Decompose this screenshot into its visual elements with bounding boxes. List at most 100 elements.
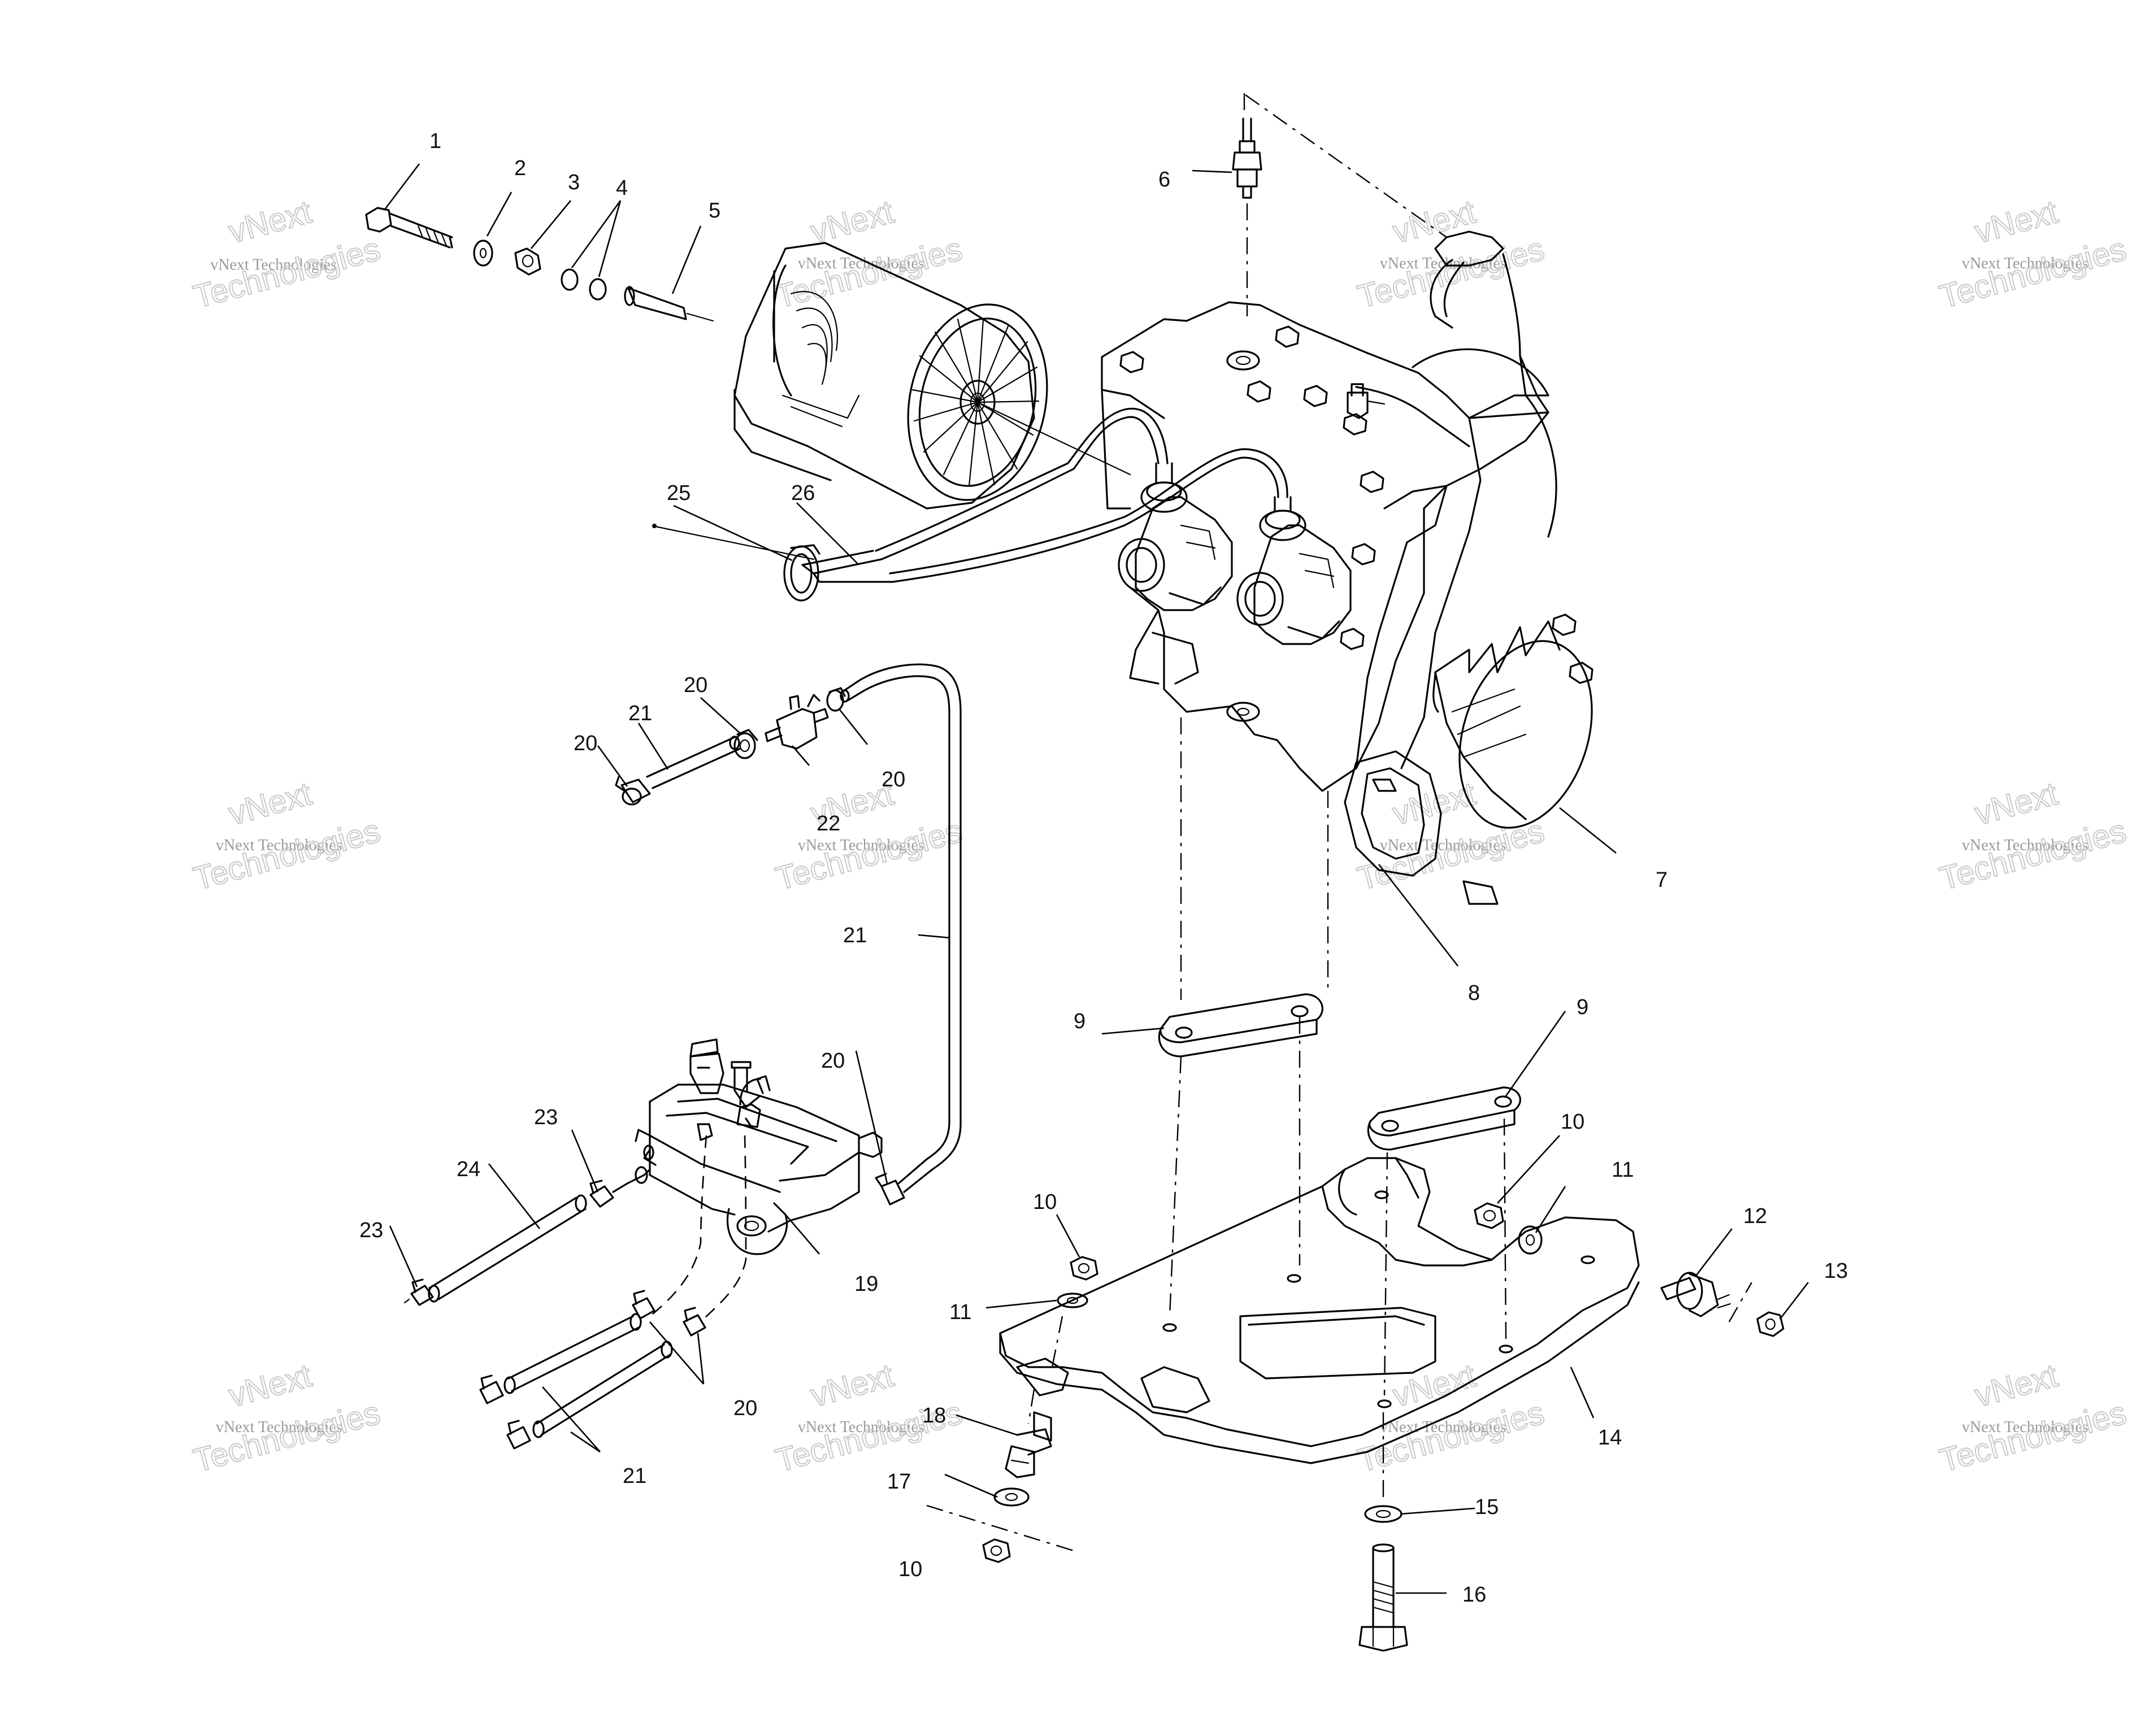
axis-line-12 (1728, 1282, 1753, 1322)
label-20-e: 20 (733, 1396, 757, 1420)
svg-text:vNext Technologies: vNext Technologies (1380, 255, 1506, 272)
svg-text:vNext: vNext (1389, 775, 1479, 832)
clamp-part-20-upper (733, 729, 758, 759)
fuel-hose-part-21-upper (615, 736, 741, 806)
label-23-b: 23 (359, 1219, 383, 1242)
watermarks: vNext vNext Technologies Technologies vN… (189, 193, 2131, 1480)
svg-text:Technologies: Technologies (772, 230, 966, 315)
svg-text:vNext Technologies: vNext Technologies (1380, 837, 1506, 854)
label-11-left: 11 (949, 1300, 971, 1324)
svg-text:vNext: vNext (807, 1357, 897, 1414)
o-rings-part-4 (561, 268, 607, 301)
fastener-axis-left-2 (1027, 1389, 1035, 1424)
label-17: 17 (887, 1470, 911, 1494)
label-10-bottom: 10 (898, 1557, 922, 1581)
washer-part-2 (473, 240, 493, 267)
engine-plate-part-14 (999, 1157, 1640, 1464)
washer-part-11-plate (1057, 1293, 1088, 1308)
svg-text:vNext: vNext (225, 1357, 315, 1414)
watermark-top-left: vNext vNext Technologies Technologies (189, 193, 385, 316)
nut-part-10-plate (1070, 1256, 1098, 1281)
label-22: 22 (817, 812, 840, 836)
check-valve-part-22 (765, 694, 829, 750)
label-9-right: 9 (1577, 995, 1588, 1019)
label-10-right: 10 (1561, 1110, 1584, 1134)
watermark-mid-right2: vNext vNext Technologies Technologies (1935, 775, 2131, 898)
label-8: 8 (1468, 981, 1480, 1005)
svg-text:vNext Technologies: vNext Technologies (1380, 1419, 1506, 1436)
label-12: 12 (1743, 1204, 1767, 1228)
label-25: 25 (667, 481, 691, 505)
watermark-top-right1: vNext vNext Technologies Technologies (1353, 193, 1549, 316)
svg-text:Technologies: Technologies (772, 812, 966, 897)
label-16: 16 (1462, 1583, 1486, 1607)
svg-text:Technologies: Technologies (1354, 812, 1548, 897)
drive-clutch (733, 242, 1131, 510)
label-20-c: 20 (882, 768, 905, 791)
washer-part-15 (1364, 1505, 1402, 1523)
fuel-hoses-part-21-lower (479, 1290, 706, 1450)
label-10-left: 10 (1033, 1190, 1057, 1214)
svg-text:vNext Technologies: vNext Technologies (1962, 837, 2088, 854)
bolt-part-1 (365, 207, 453, 249)
label-15: 15 (1475, 1495, 1499, 1519)
spark-plug-part-6 (1232, 93, 1447, 316)
fuel-hose-part-21-long (840, 663, 962, 1193)
label-26: 26 (791, 481, 815, 505)
svg-text:vNext: vNext (1971, 193, 2061, 250)
washer-part-11-right (1518, 1225, 1543, 1255)
carburetors (1067, 407, 1352, 645)
cable-clamp-part-25 (783, 544, 820, 602)
svg-text:vNext: vNext (1971, 1357, 2061, 1414)
fuel-pump-part-19 (635, 1038, 883, 1255)
label-5: 5 (709, 199, 720, 223)
svg-text:Technologies: Technologies (1936, 812, 2130, 897)
fan-cover-part-7 (1344, 620, 1593, 905)
nut-part-3 (514, 247, 541, 276)
label-21-a: 21 (628, 702, 652, 725)
svg-text:vNext Technologies: vNext Technologies (210, 256, 337, 274)
label-11-right: 11 (1612, 1158, 1634, 1182)
label-20-d: 20 (821, 1049, 845, 1073)
clamp-part-23-upper (589, 1166, 651, 1208)
svg-text:vNext Technologies: vNext Technologies (216, 1419, 342, 1436)
svg-text:vNext: vNext (807, 193, 897, 250)
label-20-a: 20 (684, 673, 707, 697)
svg-text:vNext: vNext (1389, 1357, 1479, 1414)
nut-part-13 (1756, 1311, 1784, 1337)
svg-text:vNext Technologies: vNext Technologies (798, 255, 924, 272)
label-4: 4 (616, 176, 628, 200)
svg-text:Technologies: Technologies (1354, 230, 1548, 315)
label-23-a: 23 (534, 1106, 558, 1129)
label-13: 13 (1824, 1259, 1848, 1283)
label-9-left: 9 (1074, 1010, 1085, 1033)
label-19: 19 (854, 1272, 878, 1296)
svg-text:vNext Technologies: vNext Technologies (798, 837, 924, 854)
pulse-hose-path (649, 1135, 707, 1317)
label-21-c: 21 (623, 1464, 646, 1488)
callout-labels: 1 2 3 4 5 6 7 8 9 9 10 10 10 11 11 12 13… (359, 129, 1848, 1607)
nut-part-10-bottom (982, 1538, 1011, 1563)
mount-stud-part-18 (1005, 1411, 1052, 1478)
watermark-mid-right1: vNext vNext Technologies Technologies (1353, 775, 1549, 898)
mount-axes (1169, 717, 1507, 1497)
watermark-mid-left: vNext vNext Technologies Technologies (189, 775, 385, 898)
leader-lines (383, 163, 1809, 1594)
svg-text:vNext: vNext (1389, 193, 1479, 250)
nut-part-10-right (1474, 1202, 1504, 1229)
svg-text:vNext: vNext (1971, 775, 2061, 832)
svg-text:vNext Technologies: vNext Technologies (798, 1419, 924, 1436)
recoil-case (1412, 348, 1557, 538)
clamp-part-23-lower (403, 1278, 434, 1306)
spacer-part-5 (624, 286, 714, 322)
washer-part-17 (993, 1487, 1030, 1507)
label-21-b: 21 (843, 924, 867, 947)
clamp-part-20-pump (875, 1173, 905, 1206)
svg-text:Technologies: Technologies (190, 230, 384, 315)
svg-text:Technologies: Technologies (1936, 230, 2130, 315)
watermark-bottom-left: vNext vNext Technologies Technologies (189, 1356, 385, 1480)
fuel-hose-part-24 (428, 1194, 587, 1303)
bolt-part-16 (1358, 1543, 1408, 1652)
label-14: 14 (1598, 1426, 1622, 1450)
